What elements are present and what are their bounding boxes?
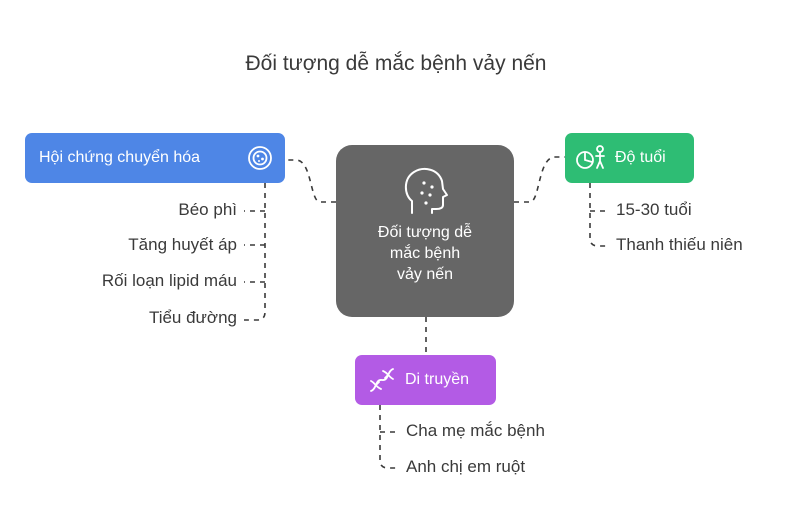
connector-age bbox=[514, 156, 565, 203]
spine-age bbox=[589, 183, 608, 247]
connector-metabolic bbox=[285, 159, 336, 203]
leaf-thanh-thieu-nien: Thanh thiếu niên bbox=[616, 235, 743, 254]
center-line-3: vảy nến bbox=[396, 266, 454, 283]
leaf-anh-chi-em-ruot: Anh chị em ruột bbox=[406, 457, 526, 476]
center-line-2: mắc bệnh bbox=[389, 245, 461, 262]
center-line-1: Đối tượng dễ bbox=[377, 224, 473, 241]
node-age[interactable]: Độ tuổi bbox=[565, 133, 694, 183]
age-group-icon bbox=[576, 145, 605, 169]
head-dots-icon bbox=[404, 168, 448, 214]
spine-metabolic bbox=[244, 183, 266, 321]
center-label: Đối tượng dễ mắc bệnh vảy nến bbox=[336, 222, 514, 285]
node-age-label: Độ tuổi bbox=[615, 149, 666, 166]
diagram-title: Đối tượng dễ mắc bệnh vảy nến bbox=[245, 52, 547, 75]
leaf-cha-me-mac-benh: Cha mẹ mắc bệnh bbox=[406, 421, 545, 440]
leaf-beo-phi: Béo phì bbox=[178, 200, 237, 219]
leaf-tang-huyet-ap: Tăng huyết áp bbox=[128, 235, 237, 254]
node-genetics-label: Di truyền bbox=[405, 371, 470, 388]
node-genetics[interactable]: Di truyền bbox=[355, 355, 496, 405]
node-metabolic-label: Hội chứng chuyển hóa bbox=[39, 149, 201, 166]
leaf-roi-loan-lipid-mau: Rối loạn lipid máu bbox=[101, 271, 237, 290]
cell-icon bbox=[248, 146, 272, 170]
spine-genetics bbox=[379, 405, 398, 469]
node-metabolic-syndrome[interactable]: Hội chứng chuyển hóa bbox=[25, 133, 285, 183]
dna-icon bbox=[370, 368, 394, 392]
leaf-15-30-tuoi: 15-30 tuổi bbox=[616, 200, 692, 219]
center-node: Đối tượng dễ mắc bệnh vảy nến bbox=[336, 145, 514, 317]
leaf-tieu-duong: Tiểu đường bbox=[148, 308, 237, 327]
